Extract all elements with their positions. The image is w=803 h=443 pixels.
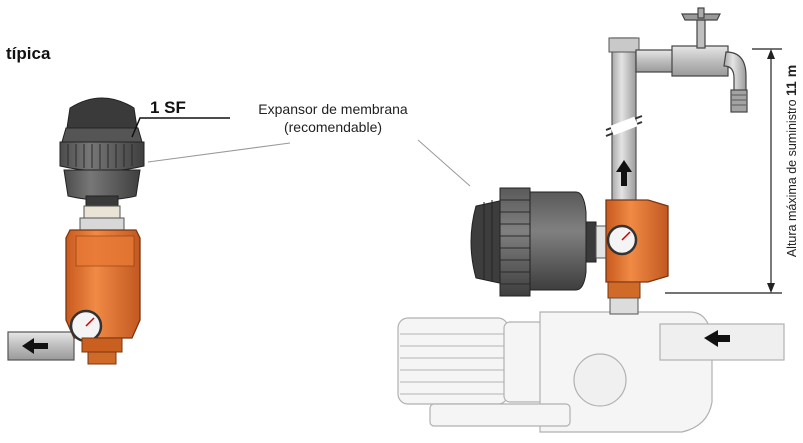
left-membrane-expander (59, 97, 145, 207)
max-height-label: Altura máxima de suministro 11 m (783, 65, 799, 257)
height-dimension (665, 48, 782, 294)
model-label: 1 SF (150, 98, 186, 117)
left-unit (7, 97, 145, 365)
right-pressure-controller (605, 199, 669, 315)
callout-leaders (131, 117, 471, 187)
left-pressure-controller (65, 229, 141, 365)
membrane-expander-callout: Expansor de membrana (recomendable) (258, 100, 408, 136)
pump-flow-arrow (704, 330, 730, 347)
callout-line-2: (recomendable) (283, 119, 383, 135)
riser-flow-arrow (616, 160, 632, 186)
section-heading: típica (6, 44, 51, 63)
right-membrane-expander (470, 187, 611, 297)
max-height-text: Altura máxima de suministro (785, 95, 799, 258)
water-tap (635, 7, 748, 113)
callout-line-1: Expansor de membrana (258, 101, 408, 117)
max-height-value: 11 m (783, 64, 799, 96)
pump-ghost (397, 311, 785, 433)
left-flow-arrow (22, 338, 48, 354)
